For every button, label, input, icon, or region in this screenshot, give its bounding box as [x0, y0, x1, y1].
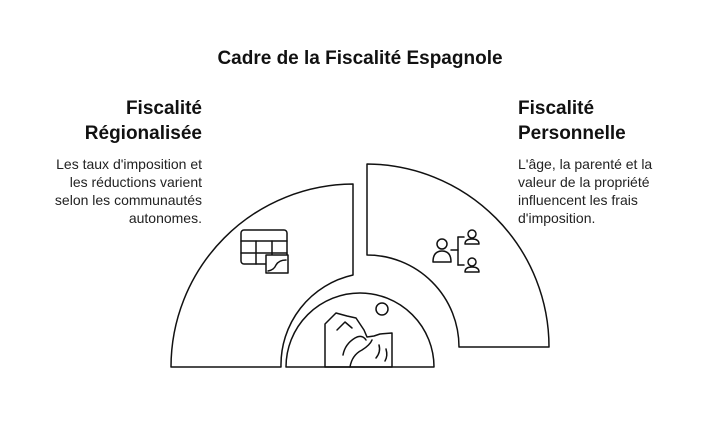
- left-heading-line-2: Régionalisée: [84, 123, 202, 144]
- left-description-line-3: selon les communautés: [54, 192, 202, 208]
- right-heading-line-2: Personnelle: [518, 123, 626, 144]
- left-heading-line-1: Fiscalité: [125, 98, 202, 119]
- right-heading: Fiscalité Personnelle: [518, 96, 718, 146]
- left-description-line-4: autonomes.: [128, 210, 202, 226]
- left-description: Les taux d'imposition et les réductions …: [12, 155, 202, 227]
- left-sector: [170, 183, 354, 368]
- left-description-line-1: Les taux d'imposition et: [56, 156, 202, 172]
- right-description-line-1: L'âge, la parenté et la: [518, 156, 653, 172]
- left-heading: Fiscalité Régionalisée: [2, 96, 202, 146]
- right-sector: [366, 163, 550, 348]
- family-tree-icon: [432, 229, 480, 273]
- right-description: L'âge, la parenté et la valeur de la pro…: [518, 155, 708, 227]
- right-description-line-2: valeur de la propriété: [518, 174, 650, 190]
- right-description-line-4: d'imposition.: [518, 210, 596, 226]
- left-description-line-2: les réductions varient: [69, 174, 202, 190]
- diagram-title: Cadre de la Fiscalité Espagnole: [217, 48, 503, 69]
- table-chart-icon: [240, 229, 289, 274]
- landscape-icon: [324, 302, 393, 368]
- right-description-line-3: influencent les frais: [518, 192, 638, 208]
- right-heading-line-1: Fiscalité: [518, 98, 595, 119]
- center-sector: [285, 292, 435, 368]
